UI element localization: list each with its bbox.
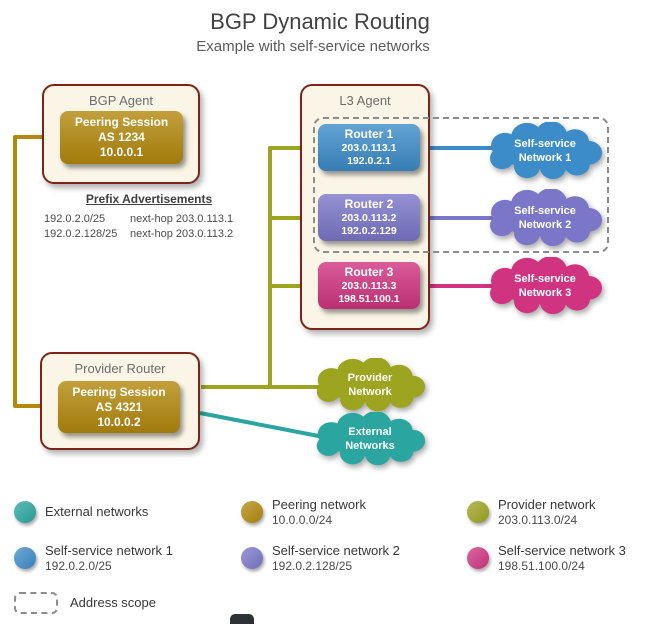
- router-3-box: Router 3 203.0.113.3 198.51.100.1: [318, 262, 420, 309]
- legend-text: Provider network 203.0.113.0/24: [498, 497, 596, 528]
- legend-peering-network: Peering network 10.0.0.0/24: [241, 495, 366, 529]
- legend-name: External networks: [45, 504, 149, 519]
- provider-network-swatch-icon: [467, 501, 489, 523]
- bottom-edge-artifact: [230, 614, 254, 624]
- legend-name: Self-service network 1: [45, 542, 173, 558]
- self-service-network-3-swatch-icon: [467, 547, 489, 569]
- legend-self-service-network-1: Self-service network 1 192.0.2.0/25: [14, 541, 173, 575]
- router-ip: 192.0.2.1: [347, 155, 391, 167]
- legend-text: Peering network 10.0.0.0/24: [272, 497, 366, 528]
- legend-name: Self-service network 2: [272, 542, 400, 558]
- cloud-label-line: Networks: [345, 440, 395, 452]
- legend-text: External networks: [45, 503, 148, 521]
- router-ip: 203.0.113.2: [341, 212, 397, 224]
- cloud-label-line: Self-service: [514, 273, 576, 285]
- router-name: Router 2: [344, 197, 394, 211]
- legend-cidr: 203.0.113.0/24: [498, 512, 578, 527]
- legend-cidr: 10.0.0.0/24: [272, 512, 333, 527]
- self-service-network-3-cloud: Self-service Network 3: [485, 257, 605, 315]
- legend-cidr: 192.0.2.128/25: [272, 558, 353, 573]
- self-service-network-1-cloud: Self-service Network 1: [485, 122, 605, 180]
- router-ip: 192.0.2.129: [341, 225, 397, 237]
- prefix-advertisements: Prefix Advertisements 192.0.2.0/25 next-…: [44, 192, 254, 242]
- legend-name: Address scope: [70, 595, 156, 610]
- legend-text: Self-service network 3 198.51.100.0/24: [498, 543, 626, 574]
- external-networks-cloud: External Networks: [312, 412, 428, 466]
- legend-name: Self-service network 3: [498, 542, 626, 558]
- legend-external-networks: External networks: [14, 495, 148, 529]
- cloud-label-line: Provider: [347, 372, 393, 384]
- peering-session-ip: 10.0.0.2: [97, 414, 141, 429]
- router-ip: 203.0.113.3: [341, 280, 397, 292]
- provider-router-label: Provider Router: [74, 361, 166, 376]
- external-networks-link: [199, 411, 335, 441]
- next-hop-value: next-hop 203.0.113.1: [130, 213, 234, 225]
- legend-provider-network: Provider network 203.0.113.0/24: [467, 495, 596, 529]
- legend-name: Provider network: [498, 496, 596, 512]
- prefix-advertisements-heading: Prefix Advertisements: [85, 192, 213, 206]
- router-name: Router 3: [344, 265, 394, 279]
- self-service-network-2-cloud: Self-service Network 2: [485, 189, 605, 247]
- prefix-value: 192.0.2.0/25: [44, 213, 106, 225]
- cloud-label-line: Network 3: [518, 287, 572, 299]
- peering-session-title: Peering Session: [74, 115, 169, 129]
- cloud-label: Self-service Network 2: [485, 189, 605, 247]
- prefix-advertisement-row: 192.0.2.0/25 next-hop 203.0.113.1: [44, 212, 254, 227]
- legend-text: Self-service network 1 192.0.2.0/25: [45, 543, 173, 574]
- cloud-label-line: Network 1: [518, 152, 572, 164]
- legend-self-service-network-2: Self-service network 2 192.0.2.128/25: [241, 541, 400, 575]
- address-scope-swatch-icon: [14, 592, 58, 614]
- provider-peering-session-box: Peering Session AS 4321 10.0.0.2: [58, 381, 180, 433]
- cloud-label-line: Self-service: [514, 138, 576, 150]
- cloud-label-line: External: [348, 426, 392, 438]
- cloud-label-line: Self-service: [514, 205, 576, 217]
- router-2-box: Router 2 203.0.113.2 192.0.2.129: [318, 194, 420, 241]
- peering-network-swatch-icon: [241, 501, 263, 523]
- cloud-label-line: Network: [348, 386, 392, 398]
- legend-name: Peering network: [272, 496, 366, 512]
- peering-session-asn: AS 1234: [98, 130, 145, 144]
- address-scope-outline: [313, 117, 609, 253]
- provider-network-cloud: Provider Network: [312, 358, 428, 412]
- l3-agent-label: L3 Agent: [339, 93, 391, 108]
- peering-session-title: Peering Session: [72, 384, 166, 399]
- router-ip: 203.0.113.1: [341, 142, 397, 154]
- router-1-box: Router 1 203.0.113.1 192.0.2.1: [318, 124, 420, 171]
- next-hop-value: next-hop 203.0.113.2: [130, 228, 234, 240]
- bgp-peering-session-box: Peering Session AS 1234 10.0.0.1: [60, 111, 183, 164]
- self-service-network-2-swatch-icon: [241, 547, 263, 569]
- prefix-value: 192.0.2.128/25: [44, 228, 118, 240]
- legend-address-scope: Address scope: [14, 592, 156, 614]
- external-networks-swatch-icon: [14, 501, 36, 523]
- router-name: Router 1: [344, 127, 394, 141]
- page-title: BGP Dynamic Routing: [210, 9, 430, 34]
- cloud-label: Provider Network: [312, 358, 428, 412]
- self-service-network-1-swatch-icon: [14, 547, 36, 569]
- cloud-label: Self-service Network 3: [485, 257, 605, 315]
- bgp-agent-label: BGP Agent: [88, 93, 154, 108]
- cloud-label-line: Network 2: [518, 219, 572, 231]
- peering-session-asn: AS 4321: [95, 399, 143, 414]
- legend-text: Self-service network 2 192.0.2.128/25: [272, 543, 400, 574]
- peering-session-ip: 10.0.0.1: [99, 145, 144, 159]
- legend-cidr: 198.51.100.0/24: [498, 558, 585, 573]
- router-ip: 198.51.100.1: [338, 293, 400, 305]
- prefix-advertisement-row: 192.0.2.128/25 next-hop 203.0.113.2: [44, 227, 254, 242]
- page-subtitle: Example with self-service networks: [196, 38, 430, 55]
- cloud-label: External Networks: [312, 412, 428, 466]
- cloud-label: Self-service Network 1: [485, 122, 605, 180]
- legend-cidr: 192.0.2.0/25: [45, 558, 112, 573]
- legend-self-service-network-3: Self-service network 3 198.51.100.0/24: [467, 541, 626, 575]
- provider-network-link: [201, 146, 334, 389]
